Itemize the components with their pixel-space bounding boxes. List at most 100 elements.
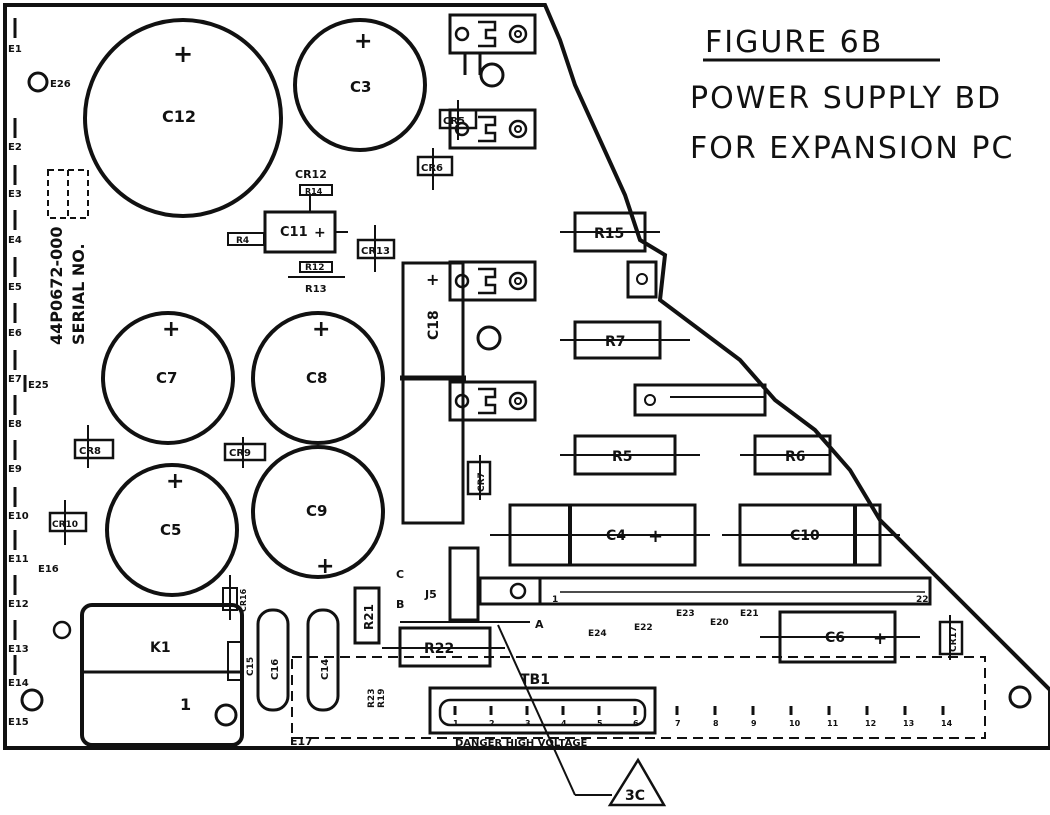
diode-cr6 xyxy=(416,155,454,177)
tb1-pin-number: 3 xyxy=(525,719,531,728)
c7-label: C7 xyxy=(156,369,177,387)
capacitor-c14 xyxy=(306,608,340,712)
e1-label: E1 xyxy=(8,44,22,55)
cr16-label: CR16 xyxy=(239,588,248,612)
c15-label: C15 xyxy=(246,657,256,676)
e7-label: E7 xyxy=(8,374,22,385)
e11-label: E11 xyxy=(8,554,29,565)
capacitor-c8 xyxy=(251,311,385,445)
hole-bottom-left xyxy=(20,688,44,712)
capacitor-c12 xyxy=(83,18,283,218)
c12-plus: + xyxy=(173,40,193,68)
cr10-label: CR10 xyxy=(52,520,78,530)
hole-top-bracket xyxy=(479,62,505,88)
tb1-pin-number: 2 xyxy=(489,719,495,728)
j5-label: J5 xyxy=(424,588,437,601)
caption-line-2: FOR EXPANSION PC xyxy=(690,131,1014,166)
cr5-label: CR5 xyxy=(443,116,465,127)
hole-e26 xyxy=(27,71,49,93)
diode-cr7 xyxy=(466,460,492,496)
component-block xyxy=(626,260,658,299)
hole-bottom-right xyxy=(1008,685,1032,709)
e10-label: E10 xyxy=(8,511,29,522)
resistor-r7 xyxy=(573,320,662,360)
e2-label: E2 xyxy=(8,142,22,153)
j5-regulator-hole xyxy=(509,582,527,600)
resistor-r5 xyxy=(573,434,677,476)
capacitor-c5 xyxy=(105,463,239,597)
r12-label: R12 xyxy=(305,263,324,273)
c11-plus: + xyxy=(314,225,326,241)
c11-label: C11 xyxy=(280,225,308,240)
c3-label: C3 xyxy=(350,78,371,96)
e12-label: E12 xyxy=(8,599,29,610)
e4-label: E4 xyxy=(8,235,22,246)
capacitor-c9 xyxy=(251,445,385,579)
resistor-r14 xyxy=(299,184,333,196)
hv-zone-border xyxy=(291,656,986,739)
k1-pin-label: 1 xyxy=(180,695,191,714)
diode-cr13 xyxy=(356,238,396,260)
c18-label: C18 xyxy=(426,310,442,340)
c7-plus: + xyxy=(162,317,180,342)
r14-label: R14 xyxy=(305,187,323,196)
tb1-pin-number: 14 xyxy=(941,719,953,728)
e3-label: E3 xyxy=(8,189,22,200)
c6-plus: + xyxy=(873,629,887,649)
k1-screw-right xyxy=(214,703,238,727)
heatsink-strip xyxy=(633,383,767,417)
callout-triangle xyxy=(607,757,667,807)
tb1-pin-number: 12 xyxy=(865,719,876,728)
r22-label: R22 xyxy=(424,641,454,657)
c12-label: C12 xyxy=(162,107,196,126)
resistor-r15 xyxy=(573,211,647,253)
jumper-a-label: A xyxy=(535,618,544,631)
board-outline xyxy=(3,2,1050,750)
capacitor-c18 xyxy=(401,261,465,525)
e16-label: E16 xyxy=(38,564,59,575)
caption-line-1: POWER SUPPLY BD xyxy=(690,81,1002,116)
resistor-r12 xyxy=(299,261,333,273)
tb1-label: TB1 xyxy=(520,672,550,688)
hv-warning: DANGER HIGH VOLTAGE xyxy=(455,738,588,749)
capacitor-c16 xyxy=(256,608,290,712)
c9-plus: + xyxy=(316,554,334,579)
diode-cr9 xyxy=(223,442,267,462)
cr13-label: CR13 xyxy=(361,246,390,257)
capacitor-c7 xyxy=(101,311,235,445)
e5-label: E5 xyxy=(8,282,22,293)
c5-label: C5 xyxy=(160,521,181,539)
c6-label: C6 xyxy=(825,630,845,646)
r7-label: R7 xyxy=(605,334,626,350)
c16-label: C16 xyxy=(270,659,281,680)
c10-label: C10 xyxy=(790,528,820,544)
e21-label: E21 xyxy=(740,609,759,619)
r19-label: R19 xyxy=(377,689,387,708)
c3-plus: + xyxy=(354,29,372,54)
c18-plus: + xyxy=(426,270,439,289)
e25-label: E25 xyxy=(28,380,49,391)
r4-label: R4 xyxy=(236,236,249,246)
j5-connector xyxy=(538,576,932,606)
regulators xyxy=(448,13,537,422)
relay-k1 xyxy=(80,603,244,747)
capacitor-c10 xyxy=(738,503,882,567)
diodes xyxy=(48,100,964,660)
cr7-label: CR7 xyxy=(477,472,487,492)
heatsink-hole xyxy=(644,394,656,406)
component-block-hole xyxy=(636,273,648,285)
e13-label: E13 xyxy=(8,644,29,655)
diode-cr10 xyxy=(48,511,88,533)
c9-label: C9 xyxy=(306,502,327,520)
tb1-pin-number: 1 xyxy=(453,719,459,728)
j5-header xyxy=(448,546,480,622)
cr8-label: CR8 xyxy=(79,446,101,457)
e6-label: E6 xyxy=(8,328,22,339)
c4-plus: + xyxy=(648,526,663,547)
e20-label: E20 xyxy=(710,618,729,628)
resistor-r6 xyxy=(753,434,832,476)
board-part-number: 44P0672-000 xyxy=(47,226,66,345)
tb1-pin-number: 6 xyxy=(633,719,639,728)
e15-label: E15 xyxy=(8,717,29,728)
